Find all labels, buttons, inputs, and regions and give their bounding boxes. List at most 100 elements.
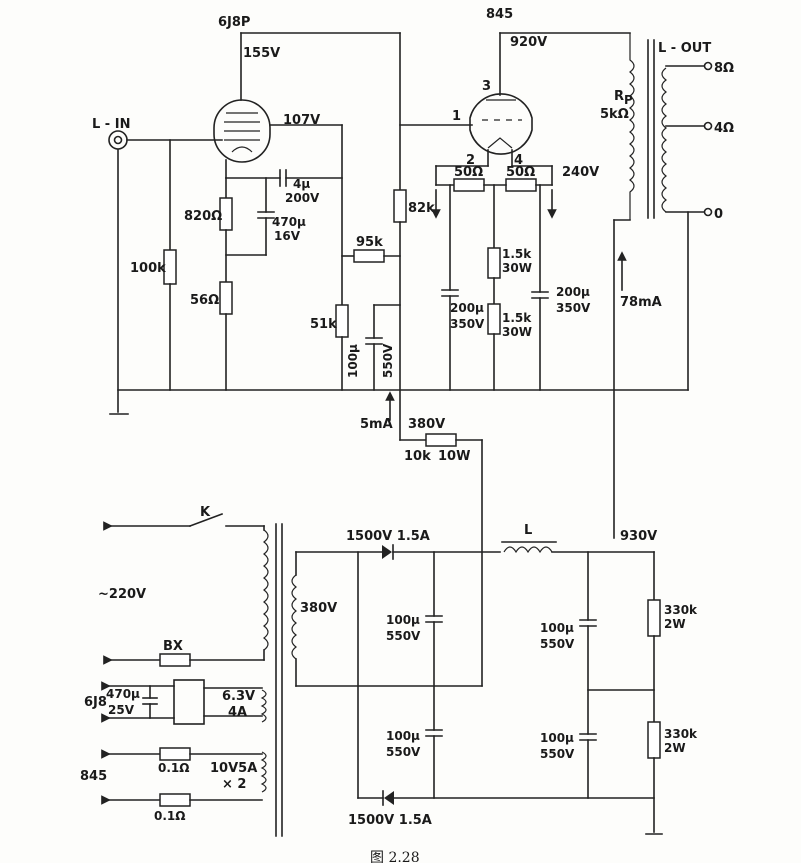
bleeder-upper-rating: 2W	[664, 617, 686, 631]
secondary-380v-label: 380V	[300, 601, 337, 616]
voltage-155v: 155V	[243, 46, 280, 61]
resistor-51k-label: 51k	[310, 317, 337, 332]
capacitor-100u-label: 100μ	[346, 344, 360, 378]
capacitor-100u-rating: 550V	[381, 343, 395, 378]
fuse-label: BX	[163, 639, 183, 654]
input-label: L - IN	[92, 117, 130, 132]
heater-current-label: 4A	[228, 705, 247, 720]
heater-845-r1-label: 0.1Ω	[158, 761, 189, 775]
pin-2-label: 2	[466, 153, 475, 168]
capacitor-100u-decouple	[365, 337, 383, 345]
output-label: L - OUT	[658, 41, 711, 56]
mains-label: ~220V	[98, 587, 146, 602]
filter-cap-2-rating: 550V	[386, 745, 421, 759]
heater-cap-rating: 25V	[108, 703, 135, 717]
capacitor-4u	[279, 169, 287, 187]
filter-cap-3	[579, 619, 597, 627]
mains-switch[interactable]	[188, 512, 224, 528]
pin-3-label: 3	[482, 79, 491, 94]
voltage-930v: 930V	[620, 529, 657, 544]
bleeder-resistor-upper	[647, 599, 661, 637]
resistor-820-label: 820Ω	[184, 209, 222, 224]
capacitor-200u-right-label: 200μ	[556, 285, 590, 299]
resistor-1-5k-lower	[487, 303, 501, 335]
resistor-50-right-label: 50Ω	[506, 165, 535, 180]
resistor-100k	[163, 249, 177, 285]
resistor-1-5k-lower-label: 1.5k	[502, 311, 532, 325]
choke-label: L	[524, 523, 532, 538]
capacitor-470u-rating: 16V	[274, 229, 301, 243]
capacitor-200u-right-rating: 350V	[556, 301, 591, 315]
power-transformer-icon	[260, 523, 297, 837]
bridge-rectifier	[173, 679, 205, 725]
switch-label: K	[200, 505, 211, 520]
filter-cap-4-rating: 550V	[540, 747, 575, 761]
tube-845-icon	[469, 93, 533, 155]
diode-upper-label: 1500V 1.5A	[346, 529, 430, 544]
heater-845-winding-count: × 2	[222, 777, 246, 792]
bleeder-lower-rating: 2W	[664, 741, 686, 755]
heater-6j8-label: 6J8	[84, 695, 107, 710]
diode-upper-icon	[382, 544, 394, 560]
heater-845-label: 845	[80, 769, 107, 784]
input-jack-icon	[108, 130, 128, 150]
plate-load-subscript: P	[624, 93, 633, 107]
tube-6j8p-icon	[213, 99, 271, 163]
filter-cap-4	[579, 733, 597, 741]
resistor-82k-label: 82k	[408, 201, 435, 216]
resistor-56-label: 56Ω	[190, 293, 219, 308]
resistor-95k	[353, 249, 385, 263]
resistor-95k-label: 95k	[356, 235, 383, 250]
resistor-1-5k-upper-rating: 30W	[502, 261, 532, 275]
heater-845-r2-label: 0.1Ω	[154, 809, 185, 823]
tube-6j8p-label: 6J8P	[218, 15, 250, 30]
plate-load-r: R	[614, 89, 624, 104]
filter-cap-4-label: 100μ	[540, 731, 574, 745]
ground-bus	[109, 149, 689, 415]
fuse-bx	[159, 653, 191, 667]
output-4-terminal-icon[interactable]	[703, 121, 713, 131]
heater-845-resistor-1	[159, 747, 191, 761]
filter-cap-1-rating: 550V	[386, 629, 421, 643]
pin-1-label: 1	[452, 109, 461, 124]
capacitor-200u-left-label: 200μ	[450, 301, 484, 315]
filter-cap-3-rating: 550V	[540, 637, 575, 651]
resistor-50-right	[505, 178, 537, 192]
output-0-terminal-icon[interactable]	[703, 207, 713, 217]
capacitor-470u-label: 470μ	[272, 215, 306, 229]
resistor-10k-label: 10k	[404, 449, 431, 464]
resistor-1-5k-upper-label: 1.5k	[502, 247, 532, 261]
bleeder-resistor-lower	[647, 721, 661, 759]
resistor-82k	[393, 189, 407, 223]
capacitor-200u-left-rating: 350V	[450, 317, 485, 331]
output-transformer-icon	[629, 33, 667, 220]
capacitor-4u-rating: 200V	[285, 191, 320, 205]
heater-voltage-label: 6.3V	[222, 689, 255, 704]
figure-caption: 图 2.28	[370, 850, 420, 863]
output-8-terminal-icon[interactable]	[703, 61, 713, 71]
tube-845-label: 845	[486, 7, 513, 22]
resistor-1-5k-lower-rating: 30W	[502, 325, 532, 339]
resistor-50-left	[453, 178, 485, 192]
filter-cap-3-label: 100μ	[540, 621, 574, 635]
output-8-label: 8Ω	[714, 61, 734, 76]
capacitor-200u-left	[441, 289, 459, 297]
bleeder-lower-label: 330k	[664, 727, 698, 741]
filter-cap-2	[425, 729, 443, 737]
output-4-label: 4Ω	[714, 121, 734, 136]
heater-845-winding-label: 10V5A	[210, 761, 257, 776]
diode-lower-label: 1500V 1.5A	[348, 813, 432, 828]
resistor-10k-rating: 10W	[438, 449, 470, 464]
bleeder-upper-label: 330k	[664, 603, 698, 617]
choke-icon	[501, 541, 557, 554]
voltage-240v: 240V	[562, 165, 599, 180]
resistor-56	[219, 281, 233, 315]
diode-lower-icon	[382, 790, 394, 806]
heater-cap-470u	[142, 685, 158, 719]
resistor-1-5k-upper	[487, 247, 501, 279]
voltage-920v: 920V	[510, 35, 547, 50]
resistor-51k	[335, 304, 349, 338]
filter-cap-2-label: 100μ	[386, 729, 420, 743]
